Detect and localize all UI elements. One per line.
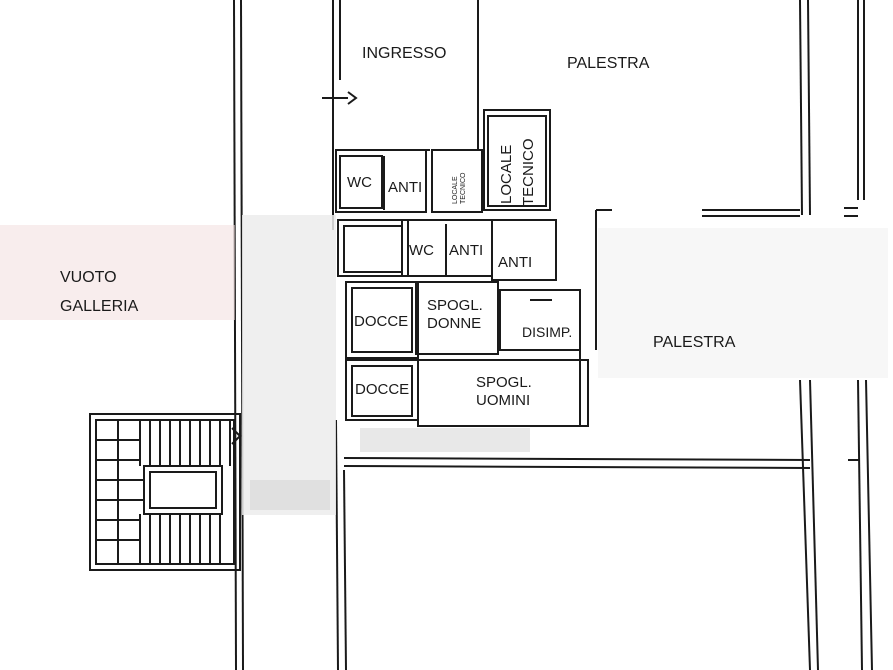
label-galleria: GALLERIA	[60, 298, 139, 315]
door-markers	[322, 91, 580, 351]
label-anti-1: ANTI	[388, 179, 422, 196]
label-locale-tecnico-1: LOCALE	[498, 145, 515, 204]
label-docce-1: DOCCE	[354, 313, 408, 330]
staircase	[89, 413, 242, 571]
walls	[233, 0, 873, 670]
label-locale-tecnico-small-1: LOCALE	[452, 176, 459, 204]
label-locale-tecnico-2: TECNICO	[520, 139, 537, 207]
label-locale-tecnico-small-2: TECNICO	[460, 172, 467, 204]
service-rooms	[335, 109, 860, 461]
label-spogl-uomini-1: SPOGL.	[476, 374, 532, 391]
label-palestra-right: PALESTRA	[653, 334, 736, 351]
blur-overlays	[0, 215, 888, 515]
label-anti-3: ANTI	[498, 254, 532, 271]
label-anti-2: ANTI	[449, 242, 483, 259]
label-docce-2: DOCCE	[355, 381, 409, 398]
label-disimp: DISIMP.	[522, 324, 572, 340]
label-wc-1: WC	[347, 174, 372, 191]
label-spogl-uomini-2: UOMINI	[476, 392, 530, 409]
label-palestra-top: PALESTRA	[567, 55, 650, 72]
room-labels: INGRESSO PALESTRA LOCALE TECNICO LOCALE …	[60, 45, 736, 409]
label-spogl-donne-1: SPOGL.	[427, 297, 483, 314]
label-spogl-donne-2: DONNE	[427, 315, 481, 332]
label-vuoto: VUOTO	[60, 269, 117, 286]
label-ingresso: INGRESSO	[362, 45, 446, 62]
label-wc-2: WC	[409, 242, 434, 259]
